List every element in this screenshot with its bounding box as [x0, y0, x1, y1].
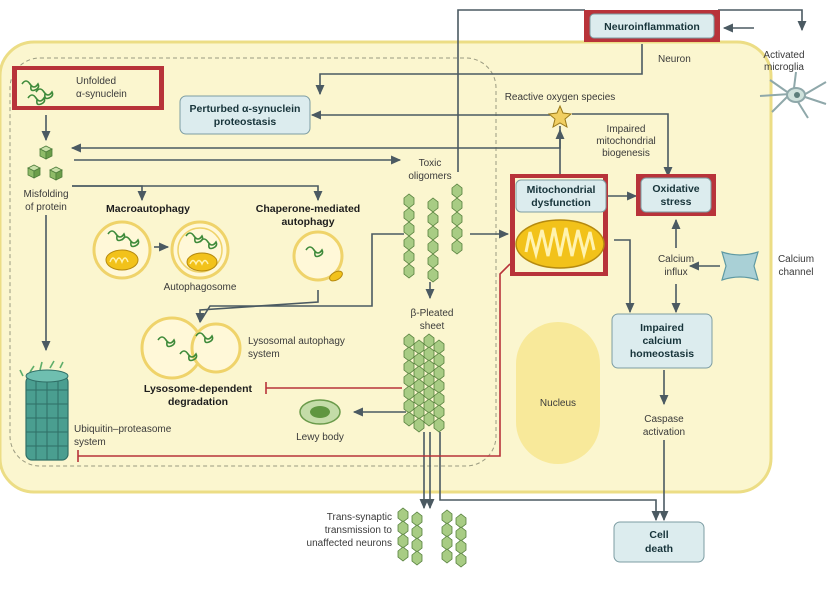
oxidative-label-1: Oxidative	[652, 183, 699, 195]
microglia-label-2: microglia	[764, 62, 804, 73]
perturbed-label-2: proteostasis	[214, 116, 277, 128]
fibril-segment	[441, 548, 453, 564]
lysosomal-label-2: system	[248, 349, 280, 360]
unfolded-label-1: Unfolded	[76, 76, 116, 87]
trans-synaptic-label-1: Trans-synaptic	[327, 512, 392, 523]
fibril-segment	[411, 537, 423, 553]
lewy-body-icon	[299, 399, 341, 425]
autophagosome-label: Autophagosome	[164, 282, 237, 293]
ups-label-2: system	[74, 437, 106, 448]
caspase-label-1: Caspase	[644, 414, 684, 425]
fibril-segment	[441, 535, 453, 551]
beta-sheet-label-2: sheet	[420, 321, 445, 332]
fibril-segment	[441, 509, 453, 525]
trans-synaptic-fibrils-icon	[397, 507, 467, 568]
biogenesis-label-1: Impaired	[607, 124, 646, 135]
mito-label-1: Mitochondrial	[527, 184, 596, 196]
fibril-segment	[397, 520, 409, 536]
oxidative-stress-box	[640, 177, 712, 213]
beta-sheet-icon	[403, 333, 445, 433]
calcium-channel-icon	[721, 251, 759, 281]
ups-label-1: Ubiquitin–proteasome	[74, 424, 172, 435]
cell-death-box	[613, 521, 705, 563]
fibril-segment	[411, 524, 423, 540]
macroautophagy-label: Macroautophagy	[106, 203, 190, 215]
calcium-homeostasis-box	[611, 313, 713, 369]
oligomers-label-1: Toxic	[419, 158, 442, 169]
trans-synaptic-label-2: transmission to	[325, 525, 393, 536]
ros-label: Reactive oxygen species	[505, 92, 616, 103]
nucleus-shape	[516, 322, 600, 464]
misfolding-label-2: of protein	[25, 202, 67, 213]
cytoplasm-region	[9, 57, 497, 467]
cma-label-1: Chaperone-mediated	[256, 203, 360, 215]
mito-dysfunction-box	[515, 179, 607, 213]
fibril-segment	[397, 507, 409, 523]
calcium-homeostasis-label-1: Impaired	[640, 322, 684, 334]
unfolded-box	[17, 70, 159, 106]
fibril-segment	[411, 511, 423, 527]
biogenesis-label-3: biogenesis	[602, 148, 650, 159]
fibril-segment	[455, 552, 467, 568]
trans-synaptic-label-3: unaffected neurons	[307, 538, 392, 549]
cell-death-label-2: death	[645, 543, 673, 555]
lysosome-degradation-label-1: Lysosome-dependent	[144, 383, 253, 395]
macroautophagy-icon	[92, 220, 230, 280]
fibril-segment	[411, 550, 423, 566]
fibril-segment	[455, 539, 467, 555]
fibril-segment	[441, 522, 453, 538]
proteasome-icon	[19, 360, 69, 461]
mito-label-2: dysfunction	[531, 197, 591, 209]
fibril-segment	[455, 526, 467, 542]
inhibition-lines	[77, 263, 511, 462]
beta-sheet-label-1: β-Pleated	[411, 308, 454, 319]
oxidative-label-2: stress	[661, 196, 692, 208]
perturbed-box	[179, 95, 311, 135]
lysosomal-system-icon	[140, 316, 242, 380]
mitochondrion-icon	[515, 219, 605, 269]
calcium-channel-label-1: Calcium	[778, 254, 814, 265]
cma-lysosome-icon	[292, 230, 344, 282]
misfolding-label-1: Misfolding	[23, 189, 68, 200]
biogenesis-label-2: mitochondrial	[596, 136, 655, 147]
oligomers-label-2: oligomers	[408, 171, 451, 182]
lewy-body-label: Lewy body	[296, 432, 344, 443]
lysosome-degradation-label-2: degradation	[168, 396, 228, 408]
perturbed-label-1: Perturbed α-synuclein	[190, 103, 301, 115]
neuroinflammation-label: Neuroinflammation	[604, 21, 700, 33]
neuroinflammation-box	[589, 13, 715, 39]
cma-label-2: autophagy	[281, 216, 334, 228]
fibril-segment	[455, 513, 467, 529]
lysosomal-label-1: Lysosomal autophagy	[248, 336, 345, 347]
calcium-channel-label-2: channel	[778, 267, 813, 278]
fibril-segment	[397, 533, 409, 549]
calcium-influx-label-2: influx	[664, 267, 687, 278]
calcium-homeostasis-label-2: calcium	[642, 335, 681, 347]
microglia-icon	[759, 71, 827, 119]
ros-star-icon	[547, 104, 573, 129]
nucleus-label: Nucleus	[540, 398, 576, 409]
unfolded-label-2: α-synuclein	[76, 89, 127, 100]
fibril-segment	[397, 546, 409, 562]
microglia-label-1: Activated	[763, 50, 804, 61]
connector-arrows	[41, 9, 807, 522]
calcium-influx-label-1: Calcium	[658, 254, 694, 265]
calcium-homeostasis-label-3: homeostasis	[630, 348, 694, 360]
caspase-label-2: activation	[643, 427, 685, 438]
cell-death-label-1: Cell	[649, 529, 668, 541]
neuron-label: Neuron	[658, 54, 691, 65]
